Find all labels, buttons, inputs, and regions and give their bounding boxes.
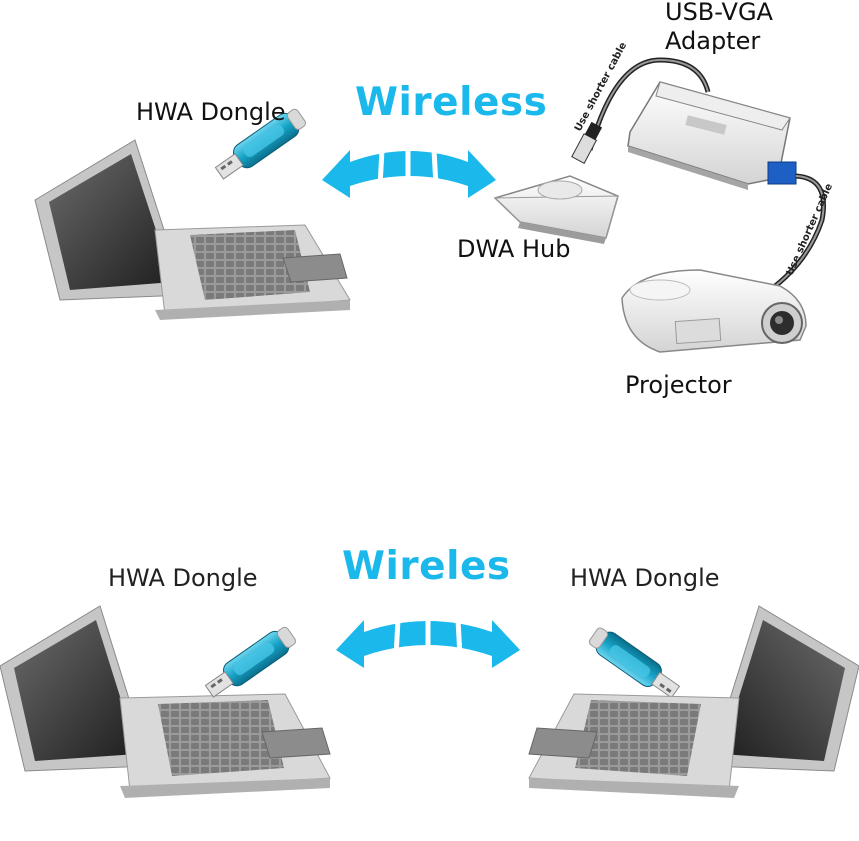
hwa-dongle-bottom-right	[586, 624, 683, 703]
usb-vga-label-line1: USB-VGA	[665, 0, 773, 26]
hwa-dongle-label-top: HWA Dongle	[136, 98, 286, 126]
hwa-dongle-label-bottom-right: HWA Dongle	[570, 564, 720, 592]
hwa-dongle-label-bottom-left: HWA Dongle	[108, 564, 258, 592]
usb-vga-label-line2: Adapter	[665, 27, 760, 55]
hwa-dongle-bottom-left	[202, 623, 299, 702]
vga-cable: Use shorter cable	[770, 176, 835, 290]
usb-vga-adapter	[628, 82, 796, 190]
dwa-hub	[495, 176, 618, 244]
wireless-arrow-bottom	[336, 616, 520, 668]
cable-note-vga: Use shorter cable	[785, 182, 835, 277]
dwa-hub-label: DWA Hub	[457, 235, 570, 263]
wireless-label-top: Wireless	[355, 80, 547, 125]
projector-label: Projector	[625, 371, 732, 399]
laptop-top	[35, 140, 350, 320]
wireless-label-bottom: Wireles	[342, 544, 511, 589]
laptop-bottom-right	[529, 606, 859, 798]
wireless-arrow-top	[322, 146, 496, 198]
